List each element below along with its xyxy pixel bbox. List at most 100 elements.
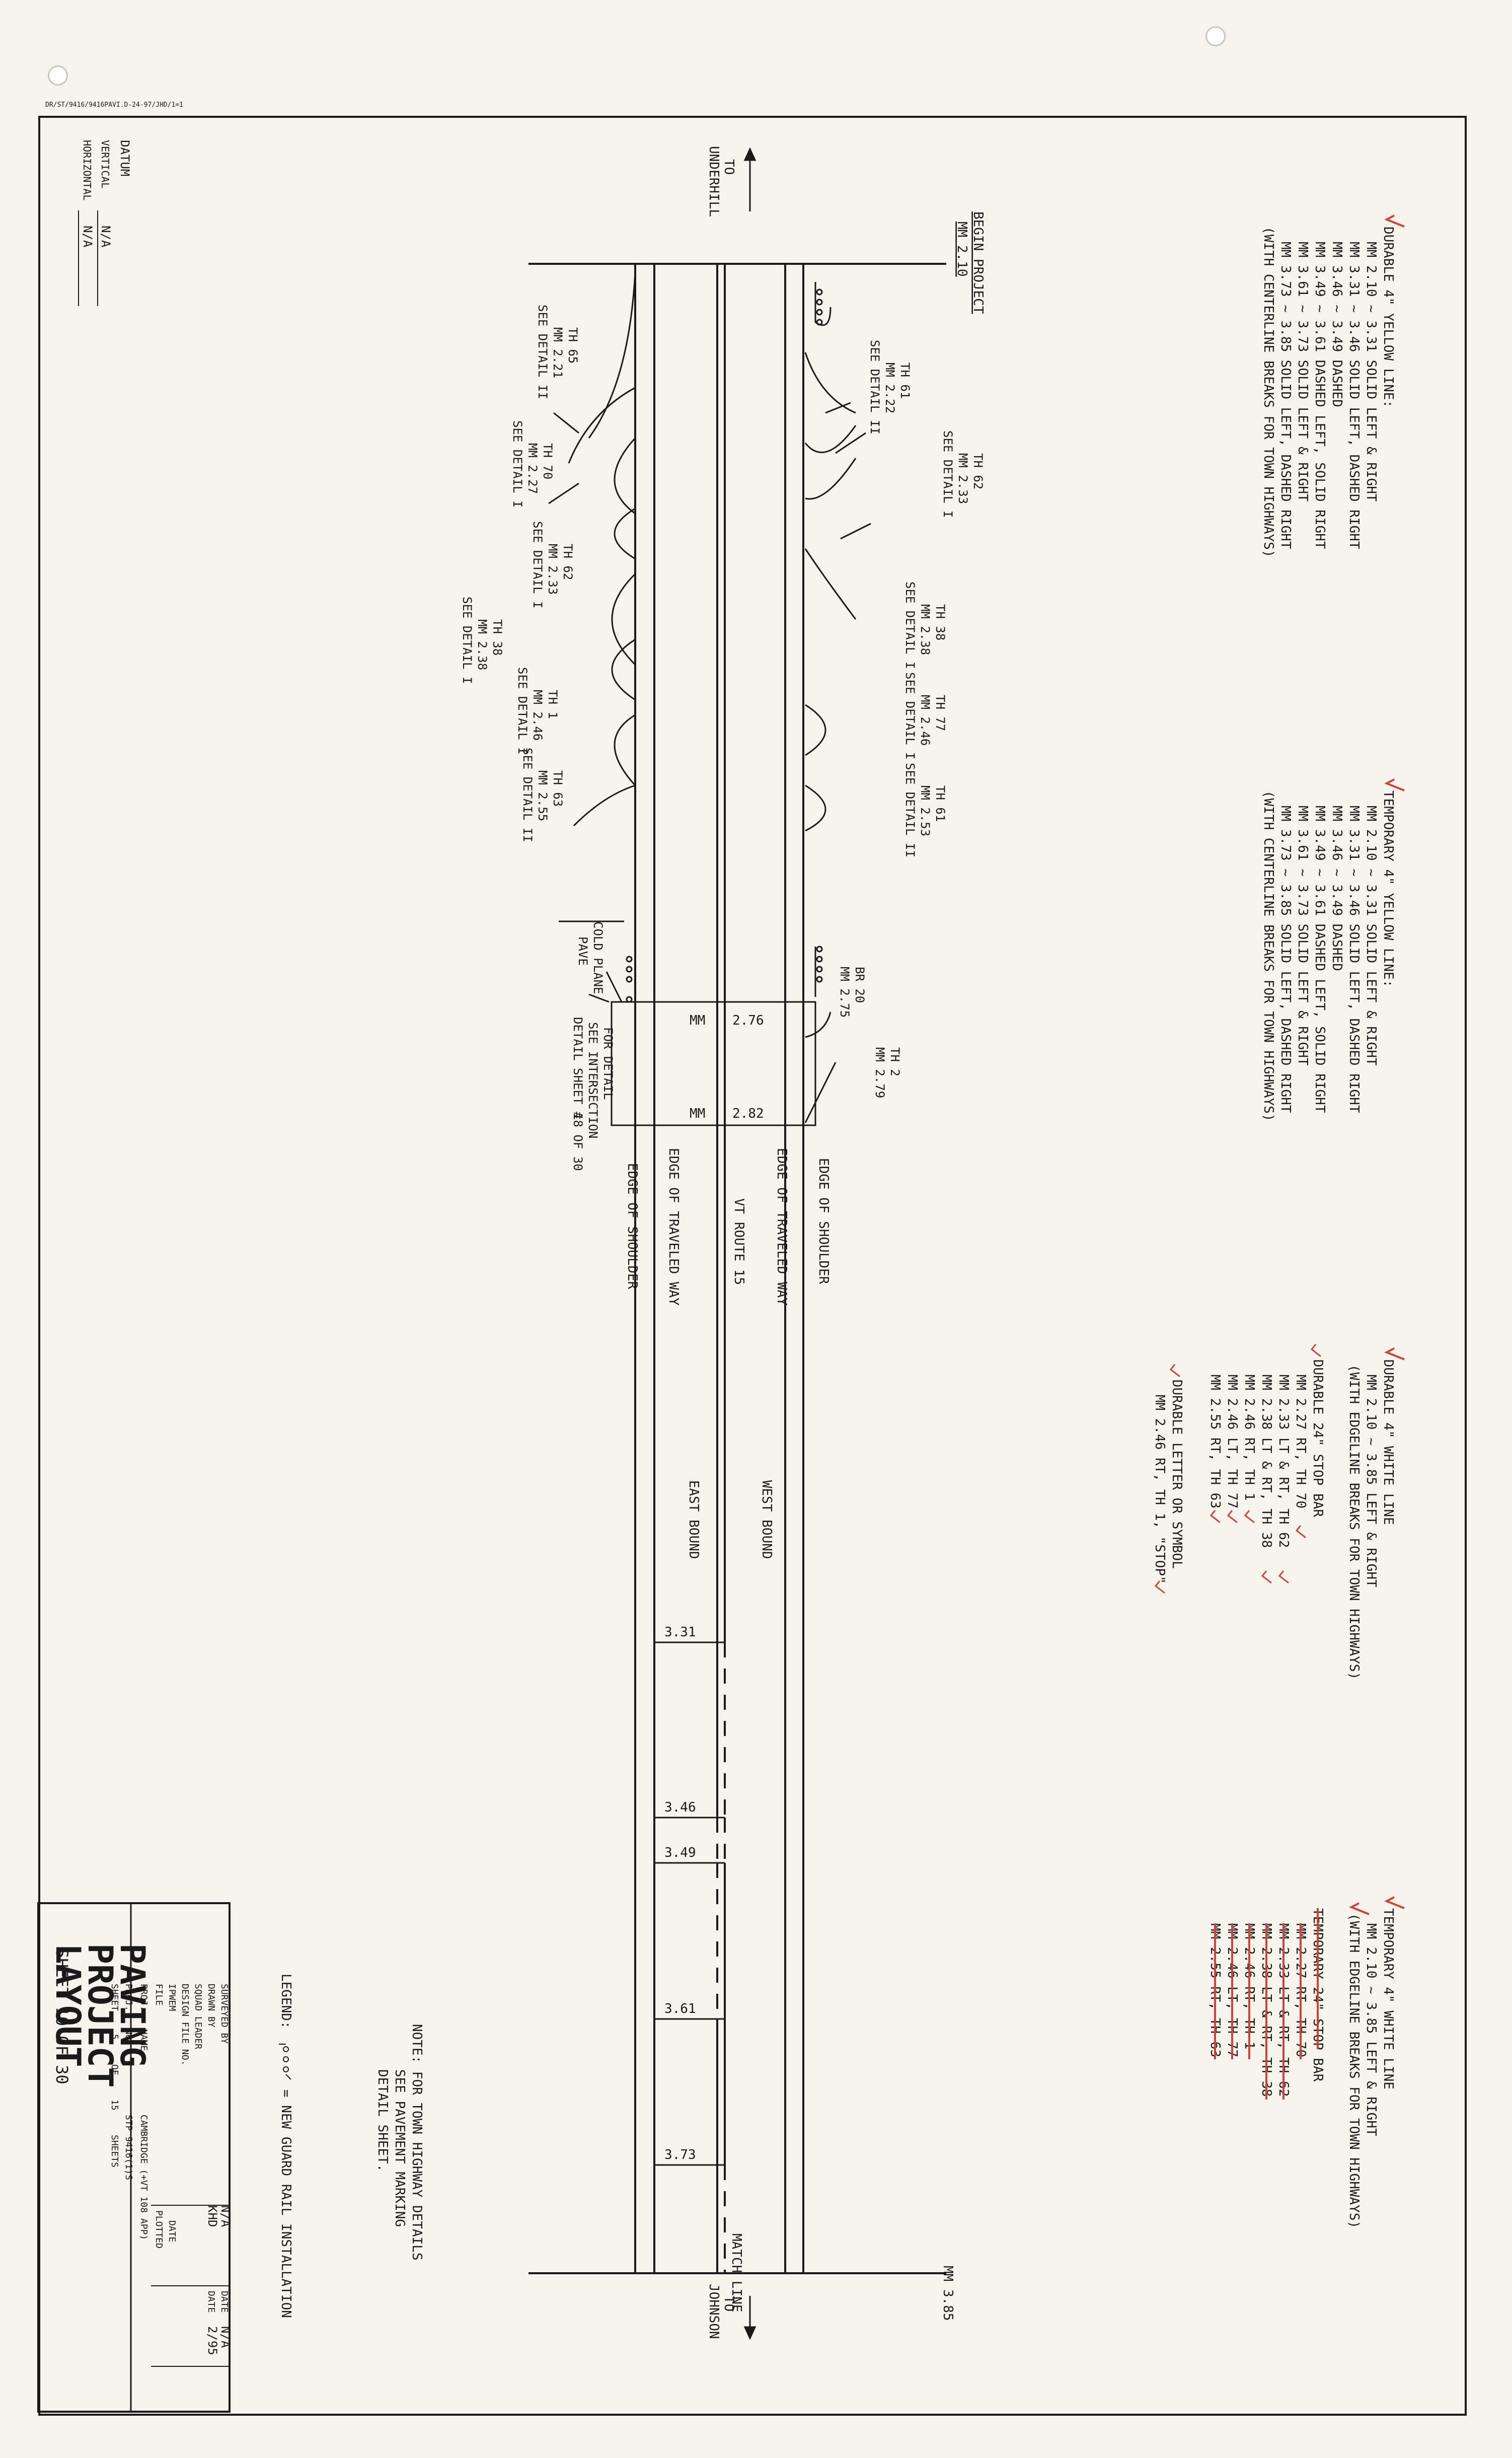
station-label: 3.61 <box>664 2001 696 2016</box>
mm-label: MM 2.75 <box>838 967 852 1018</box>
sheet-num: 5 <box>109 2034 120 2040</box>
th-label: TH 62 <box>561 544 575 580</box>
detail-label: SEE DETAIL I <box>531 521 545 608</box>
title-line-1: PAVING <box>112 1943 152 2067</box>
surveyed-value: N/A <box>218 2205 233 2227</box>
legend-label: LEGEND: <box>278 1974 293 2029</box>
station-label: 3.46 <box>664 1800 696 1815</box>
th-label: TH 2 <box>888 1047 902 1076</box>
title-block: PAVING PROJECT LAYOUT SHEET 10 OF 30 SUR… <box>37 1902 233 2413</box>
note-line: MM 3.73 ~ 3.85 SOLID LEFT, DASHED RIGHT <box>1278 242 1293 549</box>
note-line: MM 3.46 ~ 3.49 DASHED <box>1329 242 1344 407</box>
detail-label: SEE DETAIL II <box>536 305 550 399</box>
date-plotted-label: DATE <box>167 2220 177 2242</box>
th-label: TH 38 <box>490 619 504 656</box>
plotted-label: PLOTTED <box>154 2210 164 2249</box>
detail-label: SEE DETAIL I <box>460 597 474 684</box>
note-temporary-stop-bar: TEMPORARY 24" STOP BAR MM 2.27 RT, TH 70… <box>1207 1908 1325 2100</box>
to-west-label: TO <box>721 159 736 175</box>
note-line: MM 2.46 RT, TH 1, "STOP" <box>1152 1395 1167 1584</box>
punch-hole <box>1205 26 1226 46</box>
detail-label: SEE DETAIL I <box>515 667 530 754</box>
note-durable-symbol: DURABLE LETTER OR SYMBOL MM 2.46 RT, TH … <box>1152 1364 1184 1594</box>
detail-label: SEE DETAIL II <box>520 748 535 842</box>
th-label: TH 65 <box>566 327 580 364</box>
cold-plane-line: PAVE <box>576 936 590 966</box>
th-label: TH 63 <box>551 770 565 807</box>
note-durable-stop-bar: DURABLE 24" STOP BAR MM 2.27 RT, TH 70 M… <box>1207 1344 1325 1584</box>
note-line: MM 2.55 RT, TH 63 <box>1207 1375 1223 1508</box>
station-label: 3.49 <box>664 1845 696 1860</box>
punch-hole <box>48 65 68 86</box>
datum-block: DATUM VERTICAL HORIZONTAL N/A N/A <box>78 140 132 306</box>
guard-rail-north <box>814 282 831 997</box>
sheet-total: 15 <box>109 2100 120 2111</box>
th-label: TH 38 <box>933 604 947 640</box>
datum-horizontal-label: HORIZONTAL <box>81 140 93 200</box>
edge-traveled-south-label: EDGE OF TRAVELED WAY <box>666 1148 681 1306</box>
proj-no-label-2: NO. <box>123 2029 134 2046</box>
drawn-by-label: DRAWN BY <box>206 1984 216 2028</box>
proj-no: STP 9416(1)S <box>123 2115 134 2180</box>
detail-label: SEE DETAIL I <box>510 420 524 508</box>
note-line: SEE PAVEMENT MARKING <box>392 2069 407 2227</box>
match-line-label: MATCH LINE <box>729 2233 744 2312</box>
for-detail-label: FOR DETAIL SEE INTERSECTION DETAIL SHEET… <box>571 1017 615 1171</box>
plot-stamp: DR/ST/9416/9416PAVI.D-24-97/JHD/1=1 <box>45 101 183 109</box>
drawn-value: KHD <box>205 2205 219 2227</box>
proj-name: CAMBRIDGE (+VT 108 APP) <box>138 2115 149 2240</box>
detail-label: SEE DETAIL II <box>868 340 882 435</box>
guard-rail-south <box>626 942 636 1007</box>
note-line: MM 2.10 ~ 3.31 SOLID LEFT & RIGHT <box>1364 242 1379 502</box>
for-detail-line: SEE INTERSECTION <box>586 1022 600 1138</box>
edge-shoulder-north-label: EDGE OF SHOULDER <box>816 1158 831 1284</box>
note-line: MM 2.33 LT & RT, TH 62 <box>1276 1375 1291 1548</box>
legend-text: = NEW GUARD RAIL INSTALLATION <box>278 2089 293 2318</box>
note-title: DURABLE 24" STOP BAR <box>1310 1359 1325 1517</box>
date-value: N/A <box>218 2326 233 2348</box>
north-town-highway-labels: TH 61 MM 2.22 SEE DETAIL II TH 62 MM 2.3… <box>838 340 985 1098</box>
for-detail-handwritten: 18 OF 30 <box>571 1113 585 1171</box>
mm-label: MM 2.55 <box>536 770 550 821</box>
note-line: NOTE: FOR TOWN HIGHWAY DETAILS <box>409 2024 424 2261</box>
end-mm-label: MM 3.85 <box>940 2266 955 2321</box>
note-title: DURABLE LETTER OR SYMBOL <box>1169 1380 1184 1569</box>
mm-label: MM 2.22 <box>883 363 897 413</box>
station-label: 3.73 <box>664 2147 696 2162</box>
edge-traveled-north-label: EDGE OF TRAVELED WAY <box>774 1148 789 1306</box>
note-title: DURABLE 4" YELLOW LINE: <box>1381 227 1396 408</box>
note-line: MM 2.46 LT, TH 77 <box>1225 1375 1240 1508</box>
note-title: TEMPORARY 4" WHITE LINE <box>1381 1908 1396 2089</box>
south-side-town-highways <box>548 271 636 827</box>
south-town-highway-labels: TH 65 MM 2.21 SEE DETAIL II TH 70 MM 2.2… <box>460 305 580 842</box>
mm-label: MM 2.46 <box>531 690 545 741</box>
mm-label: MM 2.38 <box>475 619 489 670</box>
mm-282-label: MM <box>690 1106 705 1121</box>
note-line: MM 3.61 ~ 3.73 SOLID LEFT & RIGHT <box>1295 806 1310 1066</box>
north-side-town-highways <box>804 352 871 1123</box>
detail-label: SEE DETAIL I <box>941 430 955 518</box>
note-town-highway: NOTE: FOR TOWN HIGHWAY DETAILS SEE PAVEM… <box>375 2024 424 2261</box>
begin-mm-label: MM 2.10 <box>954 222 969 277</box>
th-label: TH 62 <box>971 453 985 489</box>
mm-label: MM 2.46 <box>918 695 932 746</box>
note-line: MM 2.27 RT, TH 70 <box>1293 1375 1308 1508</box>
mm-label: MM 2.33 <box>546 544 560 595</box>
east-bound-label: EAST BOUND <box>686 1480 701 1559</box>
direction-arrows <box>559 147 757 2340</box>
title-line-3: LAYOUT <box>48 1943 88 2067</box>
drawing-border <box>38 116 1467 2416</box>
th-label: TH 61 <box>898 363 912 399</box>
br-label: BR 20 <box>853 967 867 1003</box>
ipwem-label: IPWEM <box>167 1984 177 2011</box>
note-line: MM 3.49 ~ 3.61 DASHED LEFT, SOLID RIGHT <box>1312 242 1327 549</box>
note-line: MM 2.38 LT & RT, TH 38 <box>1259 1375 1274 1548</box>
detail-label: SEE DETAIL I <box>903 582 917 669</box>
date2-value: 2/95 <box>205 2326 219 2355</box>
surveyed-by-label: SURVEYED BY <box>219 1984 230 2044</box>
sheet-handwritten: SHEET 10 OF 30 <box>52 1948 71 2084</box>
datum-vertical-value: N/A <box>99 226 113 248</box>
sheets-label: SHEETS <box>109 2135 120 2167</box>
to-west-place: UNDERHILL <box>706 146 721 217</box>
